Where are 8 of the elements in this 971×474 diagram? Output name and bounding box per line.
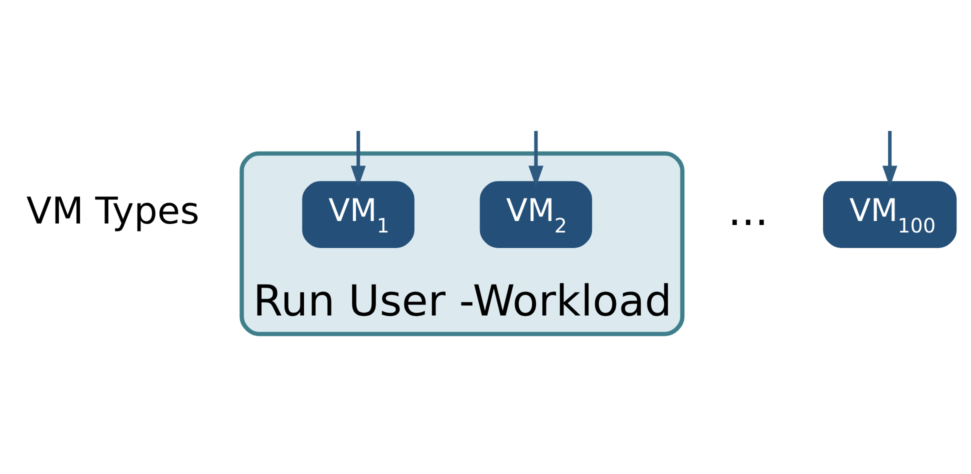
node-box: VM$_{100}$ (823, 180, 957, 248)
node-box: VM$_{1}$ (302, 180, 414, 248)
arrow (350, 130, 366, 187)
arrow (528, 130, 544, 187)
node-box: VM$_{2}$ (480, 180, 592, 248)
label: VM Types (26, 189, 200, 232)
arrow (882, 130, 898, 187)
label: ... (728, 186, 768, 236)
